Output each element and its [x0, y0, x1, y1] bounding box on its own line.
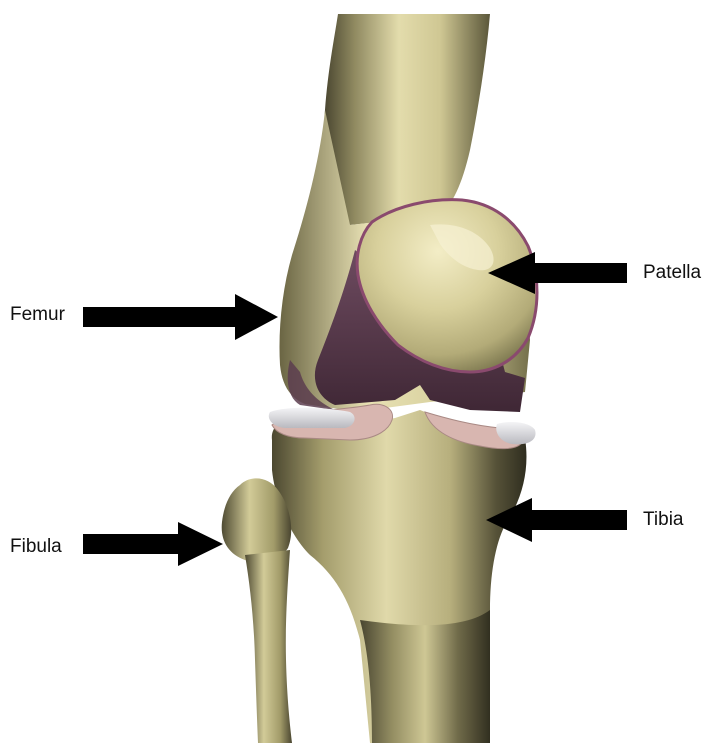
femur-shaft [324, 14, 490, 225]
femur-arrow [83, 294, 278, 340]
tibia-label: Tibia [643, 510, 683, 529]
patella-label: Patella [643, 263, 701, 282]
lateral-meniscus-white [269, 408, 355, 428]
fibula-label: Fibula [10, 537, 62, 556]
tibia-shaft [360, 610, 490, 743]
fibula-arrow [83, 522, 223, 566]
fibula-shaft [245, 550, 292, 743]
femur-label: Femur [10, 305, 65, 324]
